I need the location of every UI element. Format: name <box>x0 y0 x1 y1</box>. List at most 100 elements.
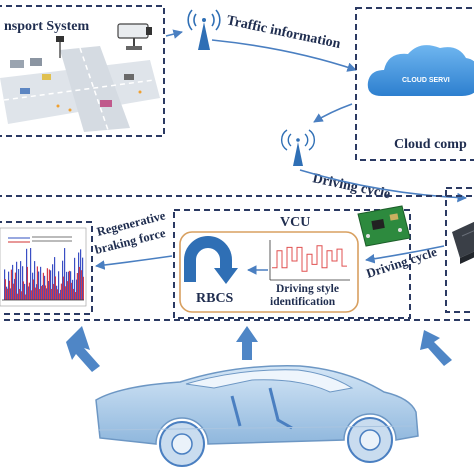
antenna-tower-icon <box>187 9 221 50</box>
signal-bar <box>50 270 52 300</box>
signal-bar <box>78 266 80 300</box>
signal-bar <box>20 261 22 300</box>
signal-bar <box>80 249 82 300</box>
signal-bar <box>42 284 44 300</box>
signal-bar <box>40 286 42 300</box>
signal-bar <box>44 275 46 300</box>
signal-bar <box>72 279 74 300</box>
ecu-panel <box>445 187 474 313</box>
signal-bar <box>82 276 84 300</box>
signal-bar <box>36 284 38 300</box>
ecu-module-icon <box>452 221 474 264</box>
signal-bar <box>28 282 30 300</box>
signal-bar <box>32 272 34 300</box>
vehicle-system-box <box>0 195 474 321</box>
signal-bar <box>4 279 6 300</box>
signal-bar <box>58 293 60 300</box>
signal-bar <box>12 283 14 300</box>
signal-bar <box>62 276 64 300</box>
signal-bar <box>70 271 72 300</box>
signal-bar <box>4 269 6 300</box>
car-icon <box>95 365 419 467</box>
signal-bar <box>64 248 66 300</box>
signal-bar <box>60 289 62 300</box>
signal-bar <box>38 271 40 300</box>
vcu-inner-box <box>179 231 359 313</box>
vcu-box <box>173 209 411 319</box>
signal-bar <box>26 248 28 300</box>
signal-bar <box>78 252 80 300</box>
signal-bar <box>8 271 10 300</box>
signal-bar <box>22 266 24 300</box>
signal-bar <box>56 289 58 300</box>
braking-signal-bars <box>4 248 84 300</box>
signal-bar <box>50 288 52 300</box>
cloud-icon: CLOUD SERVI <box>367 45 474 96</box>
signal-bar <box>30 290 32 300</box>
up-arrow-right <box>420 330 452 366</box>
signal-bar <box>46 268 48 300</box>
signal-bar <box>16 293 18 300</box>
cloud-computing-label: Cloud comp <box>394 137 467 152</box>
signal-bar <box>76 273 78 300</box>
signal-bar <box>6 288 8 300</box>
circuit-board-icon <box>357 205 411 247</box>
u-turn-arrow-icon <box>184 236 238 284</box>
signal-bar <box>54 257 56 300</box>
transport-system-label: nsport System <box>4 19 90 34</box>
transport-system-panel: nsport System <box>0 5 165 137</box>
signal-bar <box>68 271 70 300</box>
traffic-information-label: Traffic information <box>225 13 342 52</box>
antenna-tower-icon <box>281 129 315 166</box>
signal-bar <box>32 279 34 300</box>
signal-bar <box>34 287 36 300</box>
braking-signal-plot-panel <box>0 221 93 315</box>
signal-bar <box>38 289 40 300</box>
signal-bar <box>52 283 54 300</box>
signal-bar <box>68 270 70 300</box>
up-arrow-center <box>236 326 258 360</box>
vcu-label: VCU <box>280 215 310 230</box>
signal-bar <box>62 260 64 300</box>
signal-bar <box>22 281 24 300</box>
signal-bar <box>54 276 56 300</box>
signal-bar <box>66 271 68 300</box>
cloud-computing-panel: CLOUD SERVI Cloud comp <box>355 7 474 161</box>
signal-bar <box>74 292 76 300</box>
driving-style-label-line1: Driving style <box>276 283 339 295</box>
flow-arrow-driving-cycle-right <box>365 245 445 264</box>
signal-bar <box>80 270 82 300</box>
signal-bar <box>8 280 10 300</box>
signal-bar <box>26 266 28 300</box>
signal-bar <box>52 264 54 300</box>
signal-bar <box>48 281 50 300</box>
signal-bar <box>10 269 12 300</box>
signal-bar <box>10 288 12 300</box>
road-intersection-illustration <box>0 36 160 132</box>
signal-bar <box>74 257 76 300</box>
signal-bar <box>66 281 68 300</box>
flow-arrow-traffic-information <box>211 39 357 72</box>
signal-bar <box>58 271 60 300</box>
up-arrow-left <box>66 326 100 372</box>
signal-bar <box>42 272 44 300</box>
signal-bar <box>48 269 50 300</box>
signal-bar <box>44 285 46 300</box>
signal-bar <box>70 282 72 300</box>
flow-arrow-cloud-to-tower <box>313 103 353 123</box>
signal-bar <box>30 248 32 300</box>
signal-bar <box>14 272 16 300</box>
flow-arrow-regenerative-braking <box>95 255 173 270</box>
signal-bar <box>34 261 36 300</box>
signal-bar <box>64 286 66 300</box>
signal-bar <box>24 294 26 300</box>
signal-bar <box>40 266 42 300</box>
signal-bar <box>20 291 22 300</box>
signal-bar <box>60 283 62 300</box>
signal-bar <box>12 264 14 300</box>
signal-bar <box>72 288 74 300</box>
rbcs-label: RBCS <box>196 291 234 306</box>
signal-bar <box>18 269 20 300</box>
signal-bar <box>76 279 78 300</box>
